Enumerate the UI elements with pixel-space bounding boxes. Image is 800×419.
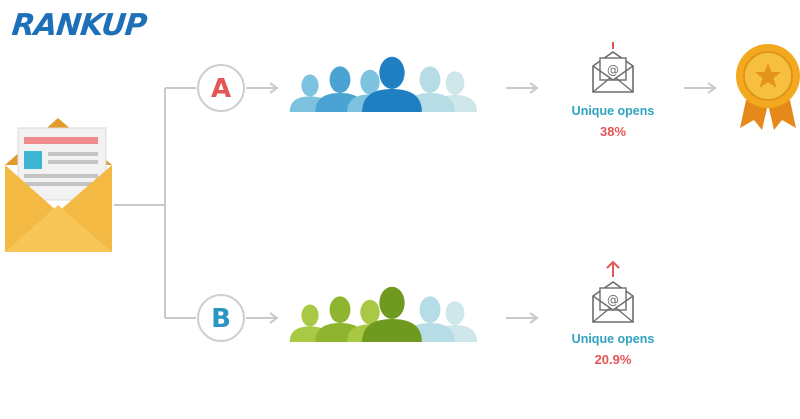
variant-b-metric-label: Unique opens <box>571 332 655 346</box>
person-icon <box>362 56 422 112</box>
variant-a-metric-value: 38% <box>599 124 627 139</box>
variant-b-letter: B <box>211 304 231 334</box>
svg-text:@: @ <box>607 63 619 77</box>
audience-group-a-icon <box>289 56 478 112</box>
open-email-a-icon: @ <box>592 42 634 93</box>
email-envelope-icon <box>5 118 112 252</box>
open-email-b-icon: @ <box>592 260 634 323</box>
audience-group-b-icon <box>289 286 478 342</box>
variant-a-badge: A <box>197 64 245 112</box>
variant-a-metric-label: Unique opens <box>571 104 655 118</box>
svg-text:@: @ <box>607 293 619 307</box>
variant-b-badge: B <box>197 294 245 342</box>
person-icon <box>362 286 422 342</box>
variant-a-letter: A <box>211 74 231 104</box>
flow-arrows <box>246 82 717 324</box>
award-medal-icon <box>736 44 800 130</box>
branch-connector <box>114 87 196 319</box>
variant-b-metric-value: 20.9% <box>594 352 632 367</box>
